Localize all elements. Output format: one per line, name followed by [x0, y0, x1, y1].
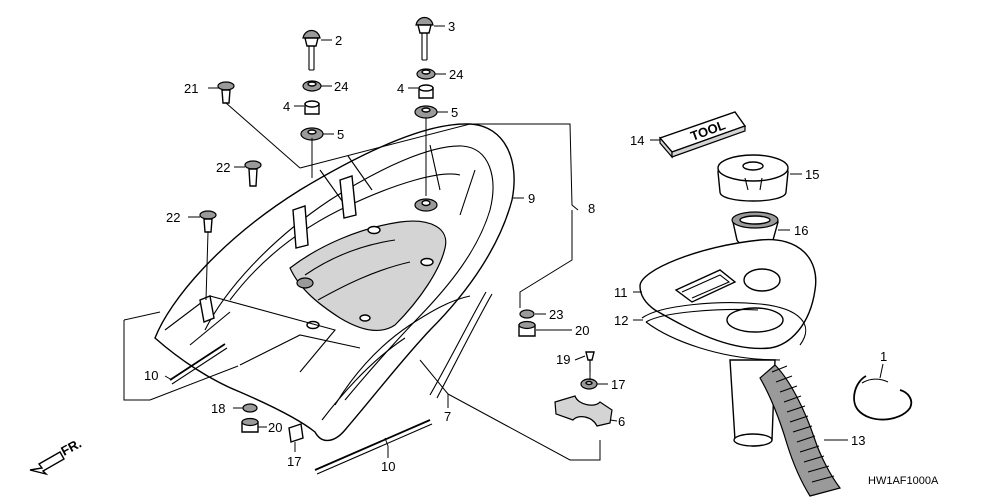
leader-lines: [123, 25, 884, 461]
callout-10: 10: [381, 459, 395, 474]
rear-carrier: [154, 123, 515, 442]
callout-17: 22: [166, 210, 180, 225]
callout-24: 24: [449, 67, 463, 82]
nut-20-left: [241, 417, 259, 433]
collar-4-left: [304, 100, 320, 115]
clamp-1: [853, 375, 913, 421]
seal-12: [641, 302, 807, 361]
front-arrow: FR.: [29, 436, 84, 476]
collar-22-right: [519, 309, 535, 319]
pin-3: [415, 16, 434, 61]
tool-lid-14: TOOL: [658, 111, 747, 159]
bolt-17-top: [217, 81, 235, 104]
bracket-6: [554, 395, 613, 427]
callout-7: 8: [588, 201, 595, 216]
callout-18: 22: [216, 160, 230, 175]
collar-22-left: [242, 403, 258, 413]
callout-17: 21: [184, 81, 198, 96]
cover-11: [639, 238, 817, 350]
callout-3: 3: [448, 19, 455, 34]
callout-24: 24: [334, 79, 348, 94]
callout-13: 13: [851, 433, 865, 448]
washer-21: [580, 378, 598, 390]
pin-2: [302, 29, 321, 71]
weather-strip: [169, 343, 433, 475]
nut-20-right: [518, 320, 536, 337]
nut-24-right: [416, 68, 436, 80]
callout-8: 9: [528, 191, 535, 206]
diagram-code: HW1AF1000A: [868, 475, 939, 487]
callout-22: 23: [549, 307, 563, 322]
callout-11: 11: [614, 285, 628, 300]
callout-10: 10: [144, 368, 158, 383]
callouts: 2 3 24 24 4 4 5 5 21 22 22 9 8 23 20 19 …: [144, 19, 887, 474]
callout-6: 6: [618, 414, 625, 429]
callout-4: 4: [397, 81, 404, 96]
screw-18: [244, 160, 262, 187]
callout-20: 20: [268, 420, 282, 435]
nut-24-left: [302, 80, 322, 92]
callout-12: 12: [614, 313, 628, 328]
grommet-16: [731, 211, 779, 247]
collar-4-right: [418, 84, 434, 99]
callout-5: 5: [337, 127, 344, 142]
clip-19: [288, 423, 304, 443]
callout-5: 5: [451, 105, 458, 120]
callout-9: 7: [444, 409, 451, 424]
callout-19: 17: [287, 454, 301, 469]
callout-1: 1: [880, 349, 887, 364]
bolt-23: [585, 351, 595, 372]
callout-20: 20: [575, 323, 589, 338]
callout-22: 18: [211, 401, 225, 416]
callout-21: 17: [611, 377, 625, 392]
callout-23: 19: [556, 352, 570, 367]
callout-14: 14: [630, 133, 644, 148]
callout-2: 2: [335, 33, 342, 48]
callout-16: 16: [794, 223, 808, 238]
bolt-17-lower: [199, 210, 217, 233]
hose-13: [759, 364, 842, 497]
grommet-5-right: [414, 105, 438, 119]
callout-4: 4: [283, 99, 290, 114]
cap-15: [717, 154, 789, 202]
callout-15: 15: [805, 167, 819, 182]
